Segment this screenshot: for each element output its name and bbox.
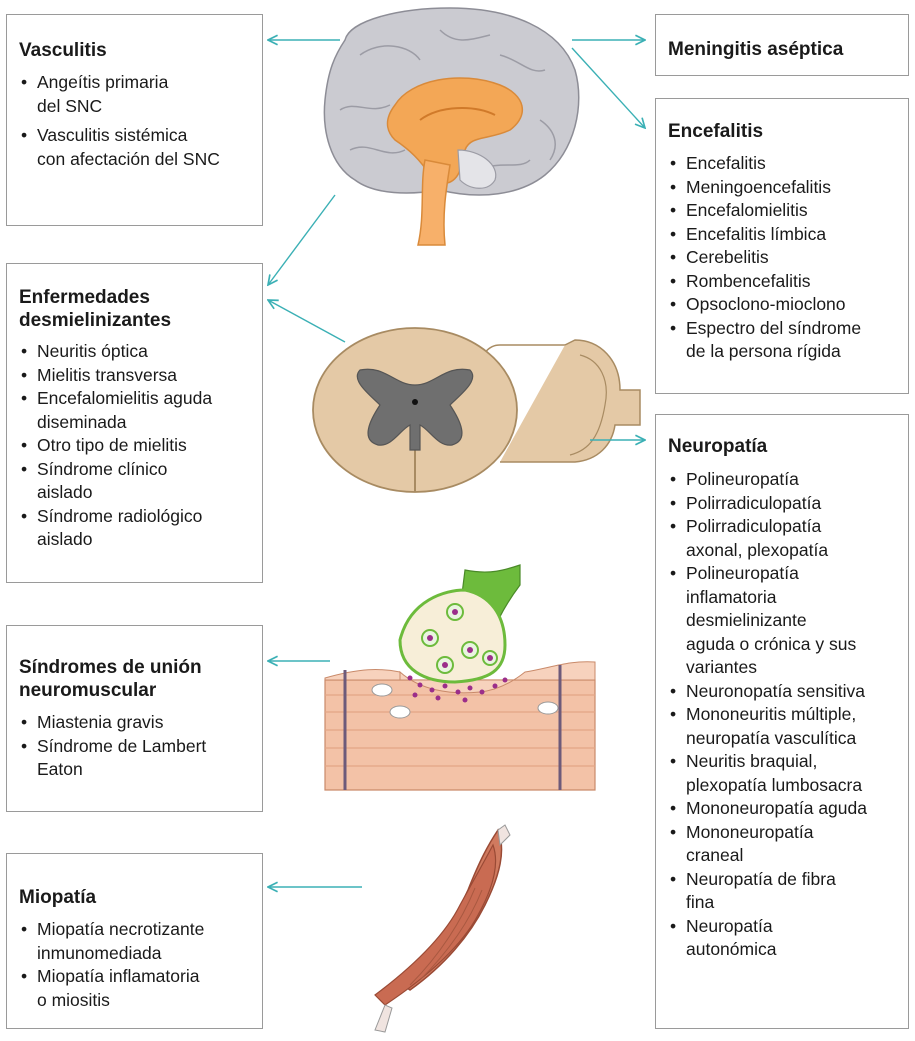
list-item: Polirradiculopatía xyxy=(668,492,896,516)
list-item: Síndrome radiológico aislado xyxy=(19,505,250,552)
list-item: Polineuropatía xyxy=(668,468,896,492)
list-item: Mononeuropatía aguda xyxy=(668,797,896,821)
list-item: Mononeuritis múltiple, neuropatía vascul… xyxy=(668,703,896,750)
miopatia-box: Miopatía Miopatía necrotizante inmunomed… xyxy=(6,853,263,1029)
union-neuromuscular-list: Miastenia gravis Síndrome de Lambert Eat… xyxy=(19,711,250,782)
list-item: Angeítis primaria del SNC xyxy=(19,71,250,118)
list-item: Polineuropatía inflamatoria desmieliniza… xyxy=(668,562,896,680)
muscle-illustration xyxy=(375,825,510,1032)
list-item: Miastenia gravis xyxy=(19,711,250,735)
neuropatia-list: Polineuropatía Polirradiculopatía Polirr… xyxy=(668,468,896,962)
list-item: Encefalomielitis xyxy=(668,199,896,223)
list-item: Polirradiculopatía axonal, plexopatía xyxy=(668,515,896,562)
neuropatia-box: Neuropatía Polineuropatía Polirradiculop… xyxy=(655,414,909,1029)
neuromuscular-junction-illustration xyxy=(325,565,595,790)
vasculitis-list: Angeítis primaria del SNC Vasculitis sis… xyxy=(19,71,250,171)
list-item: Neuritis óptica xyxy=(19,340,250,364)
list-item: Neuronopatía sensitiva xyxy=(668,680,896,704)
brain-illustration xyxy=(324,8,578,245)
encefalitis-title: Encefalitis xyxy=(668,120,896,143)
list-item: Espectro del síndrome de la persona rígi… xyxy=(668,317,896,364)
desmielinizantes-box: Enfermedades desmielinizantes Neuritis ó… xyxy=(6,263,263,583)
list-item: Encefalitis límbica xyxy=(668,223,896,247)
list-item: Miopatía inflamatoria o miositis xyxy=(19,965,250,1012)
list-item: Síndrome de Lambert Eaton xyxy=(19,735,250,782)
miopatia-title: Miopatía xyxy=(19,886,250,909)
meningitis-box: Meningitis aséptica xyxy=(655,14,909,76)
arrow-cord-to-desmielinizantes xyxy=(268,300,345,342)
desmielinizantes-title: Enfermedades desmielinizantes xyxy=(19,286,250,332)
encefalitis-list: Encefalitis Meningoencefalitis Encefalom… xyxy=(668,152,896,364)
list-item: Encefalomielitis aguda diseminada xyxy=(19,387,250,434)
list-item: Neuropatía de fibra fina xyxy=(668,868,896,915)
vasculitis-title: Vasculitis xyxy=(19,39,250,62)
neuropatia-title: Neuropatía xyxy=(668,435,896,458)
list-item: Otro tipo de mielitis xyxy=(19,434,250,458)
list-item: Síndrome clínico aislado xyxy=(19,458,250,505)
list-item: Encefalitis xyxy=(668,152,896,176)
list-item: Meningoencefalitis xyxy=(668,176,896,200)
encefalitis-box: Encefalitis Encefalitis Meningoencefalit… xyxy=(655,98,909,394)
miopatia-list: Miopatía necrotizante inmunomediada Miop… xyxy=(19,918,250,1012)
list-item: Cerebelitis xyxy=(668,246,896,270)
list-item: Miopatía necrotizante inmunomediada xyxy=(19,918,250,965)
list-item: Mielitis transversa xyxy=(19,364,250,388)
arrow-to-encefalitis xyxy=(572,48,645,128)
vasculitis-box: Vasculitis Angeítis primaria del SNC Vas… xyxy=(6,14,263,226)
meningitis-title: Meningitis aséptica xyxy=(668,38,896,61)
union-neuromuscular-box: Síndromes de unión neuromuscular Miasten… xyxy=(6,625,263,812)
list-item: Mononeuropatía craneal xyxy=(668,821,896,868)
arrow-brain-to-desmielinizantes xyxy=(268,195,335,285)
list-item: Vasculitis sistémica con afectación del … xyxy=(19,124,250,171)
list-item: Opsoclono-mioclono xyxy=(668,293,896,317)
spinal-cord-illustration xyxy=(313,328,640,492)
list-item: Neuropatía autonómica xyxy=(668,915,896,962)
list-item: Rombencefalitis xyxy=(668,270,896,294)
union-neuromuscular-title: Síndromes de unión neuromuscular xyxy=(19,656,250,702)
desmielinizantes-list: Neuritis óptica Mielitis transversa Ence… xyxy=(19,340,250,552)
list-item: Neuritis braquial, plexopatía lumbosacra xyxy=(668,750,896,797)
